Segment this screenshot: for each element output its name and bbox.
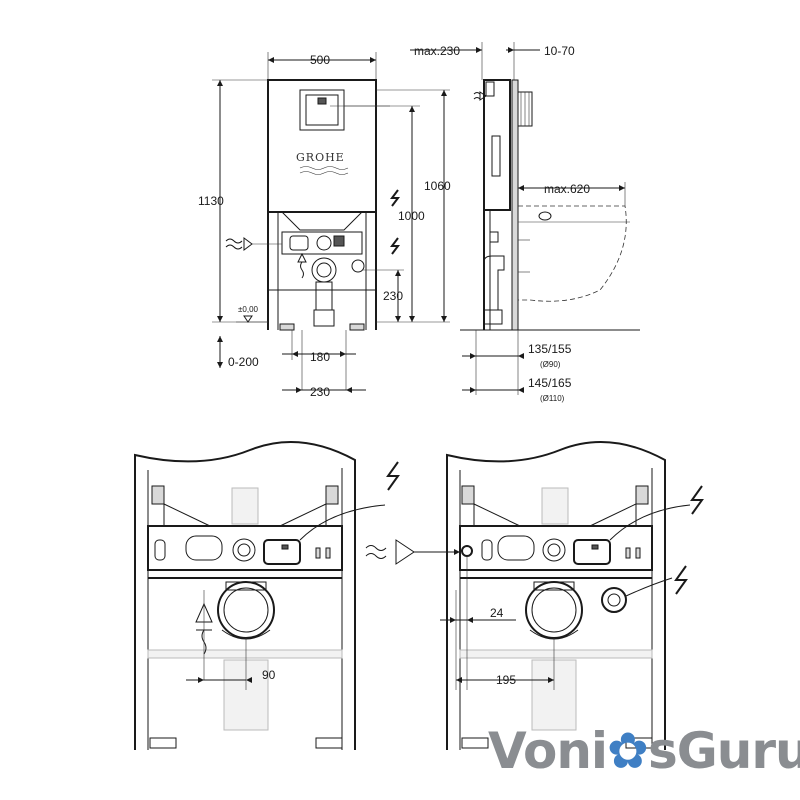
front-view: 500 GROHE [198,52,451,399]
dim-height-total: 1130 [198,194,224,208]
drain-outlet [311,257,337,283]
electric-icon-2 [390,237,400,255]
mounting-rail-left [147,525,343,571]
dim-floor-range: 0-200 [228,355,259,369]
electric-icon-left [386,461,400,491]
electric-icon-right [690,485,704,515]
wall [511,79,519,331]
electric-icon-right-2 [674,565,688,595]
dim-depth-b-note: (Ø110) [540,394,565,403]
dim-height-frame: 1060 [424,179,451,193]
dim-wall-gap: 10-70 [544,44,575,58]
mounting-rail-right [459,525,653,571]
dim-max-bowl: max.620 [544,182,590,196]
dim-width: 500 [310,53,330,67]
cistern-body [267,79,377,213]
watermark-text-2: sGuru [647,722,800,780]
dim-detail-right-large: 195 [496,673,516,687]
watermark-logo: Voni✿sGuru [488,722,800,780]
level-label: ±0,00 [238,305,259,314]
dim-depth-a-note: (Ø90) [540,360,561,369]
water-inlet-right [461,545,473,557]
dim-height-drain: 230 [383,289,403,303]
flush-plate [299,89,345,131]
dim-detail-right-small: 24 [490,606,504,620]
dim-detail-left-offset: 90 [262,668,276,682]
watermark-text-1: Voni [488,722,608,780]
water-drop-icon: ✿ [607,722,649,780]
dim-distance-230: 230 [310,385,330,399]
toilet-bowl-outline [518,205,627,302]
dim-max-depth: max.230 [414,44,460,58]
dim-depth-a: 135/155 [528,342,572,356]
water-supply-icon-right [365,545,387,559]
electric-icon [390,189,400,207]
brand-logo: GROHE [296,151,345,164]
mounting-rail [281,231,363,255]
side-view: max.230 10-70 max.620 [410,42,640,403]
dim-depth-b: 145/165 [528,376,572,390]
water-supply-icon [225,238,243,250]
detail-left: 90 [134,441,400,750]
dim-height-supply: 1000 [398,209,425,223]
electrical-socket-right [601,587,627,613]
detail-right: 24 195 [365,441,704,750]
electric-box-left [263,539,301,565]
electric-box-right [573,539,611,565]
dim-distance-180: 180 [310,350,330,364]
electrical-socket [351,259,365,273]
